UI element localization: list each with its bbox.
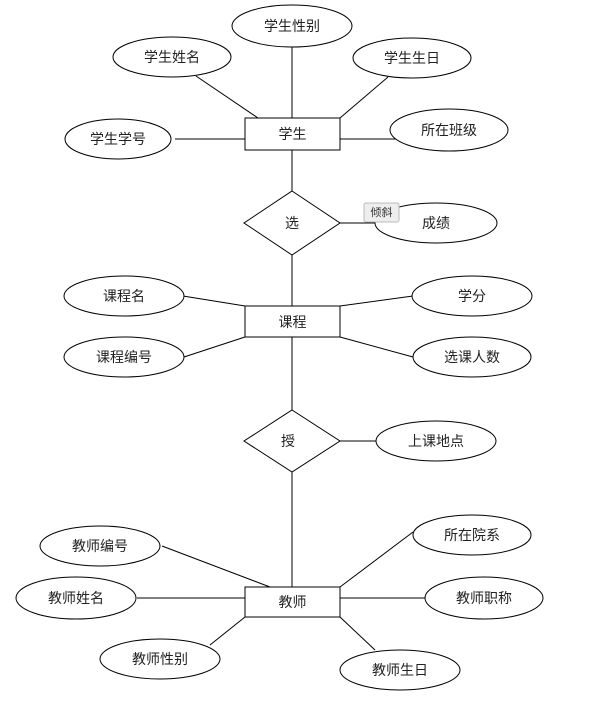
attribute-student-class[interactable]: 所在班级 [389, 108, 509, 152]
tooltip-text: 倾斜 [371, 206, 393, 219]
attribute-student-birthday[interactable]: 学生生日 [352, 37, 472, 79]
attribute-teacher-id[interactable]: 教师编号 [39, 525, 161, 567]
tooltip: 倾斜 [363, 202, 400, 223]
attribute-teacher-title[interactable]: 教师职称 [424, 576, 544, 620]
attribute-teacher-dept[interactable]: 所在院系 [412, 514, 532, 556]
attribute-student-class-label: 所在班级 [421, 123, 477, 139]
attribute-course-id-label: 课程编号 [96, 350, 152, 366]
relationship-select-label: 选 [285, 216, 299, 232]
relationship-teach-label: 授 [281, 434, 295, 450]
attribute-grade-label: 成绩 [422, 216, 450, 232]
attribute-student-birthday-label: 学生生日 [384, 51, 440, 67]
attribute-student-gender[interactable]: 学生性别 [231, 4, 353, 48]
attribute-class-location-label: 上课地点 [408, 434, 464, 450]
attribute-course-name[interactable]: 课程名 [63, 275, 185, 317]
entity-student-label: 学生 [279, 127, 307, 143]
relationship-teach[interactable]: 授 [243, 409, 341, 473]
edge-student-name [195, 75, 259, 119]
edge-teacher-dept [339, 531, 414, 588]
attribute-teacher-dept-label: 所在院系 [444, 528, 500, 544]
edge-enroll-count [339, 336, 414, 358]
entity-course-label: 课程 [279, 315, 307, 331]
relationship-select[interactable]: 选 [243, 190, 341, 256]
attribute-teacher-name[interactable]: 教师姓名 [15, 576, 137, 620]
edge-teacher-id [161, 545, 271, 588]
attribute-teacher-birthday[interactable]: 教师生日 [339, 649, 461, 691]
entity-course[interactable]: 课程 [244, 305, 341, 338]
edges [137, 47, 425, 651]
entity-teacher[interactable]: 教师 [244, 586, 341, 618]
edge-teacher-birthday [339, 616, 376, 651]
attribute-student-gender-label: 学生性别 [264, 19, 320, 35]
attribute-teacher-id-label: 教师编号 [72, 539, 128, 555]
attribute-grade[interactable]: 成绩 [374, 202, 498, 244]
attribute-teacher-gender[interactable]: 教师性别 [99, 638, 221, 680]
entity-teacher-label: 教师 [279, 595, 307, 611]
attribute-teacher-birthday-label: 教师生日 [372, 663, 428, 679]
entity-student[interactable]: 学生 [244, 117, 341, 151]
attribute-credit-label: 学分 [458, 289, 486, 305]
edge-credit [339, 295, 414, 307]
attribute-student-name[interactable]: 学生姓名 [112, 36, 232, 78]
attribute-course-name-label: 课程名 [103, 289, 145, 305]
attribute-student-name-label: 学生姓名 [144, 50, 200, 66]
edge-teacher-gender [209, 616, 246, 646]
edge-course-id [183, 336, 246, 358]
attribute-course-id[interactable]: 课程编号 [63, 336, 185, 378]
attribute-credit[interactable]: 学分 [411, 275, 533, 317]
edge-student-birthday [339, 76, 389, 119]
attribute-teacher-name-label: 教师姓名 [48, 591, 104, 607]
attribute-enroll-count[interactable]: 选课人数 [412, 336, 532, 378]
attribute-class-location[interactable]: 上课地点 [375, 420, 497, 462]
attribute-teacher-title-label: 教师职称 [456, 591, 512, 607]
attribute-teacher-gender-label: 教师性别 [132, 652, 188, 668]
edge-course-name [182, 295, 246, 307]
attribute-enroll-count-label: 选课人数 [444, 350, 500, 366]
attribute-student-id-label: 学生学号 [90, 132, 146, 148]
attribute-student-id[interactable]: 学生学号 [64, 118, 172, 160]
